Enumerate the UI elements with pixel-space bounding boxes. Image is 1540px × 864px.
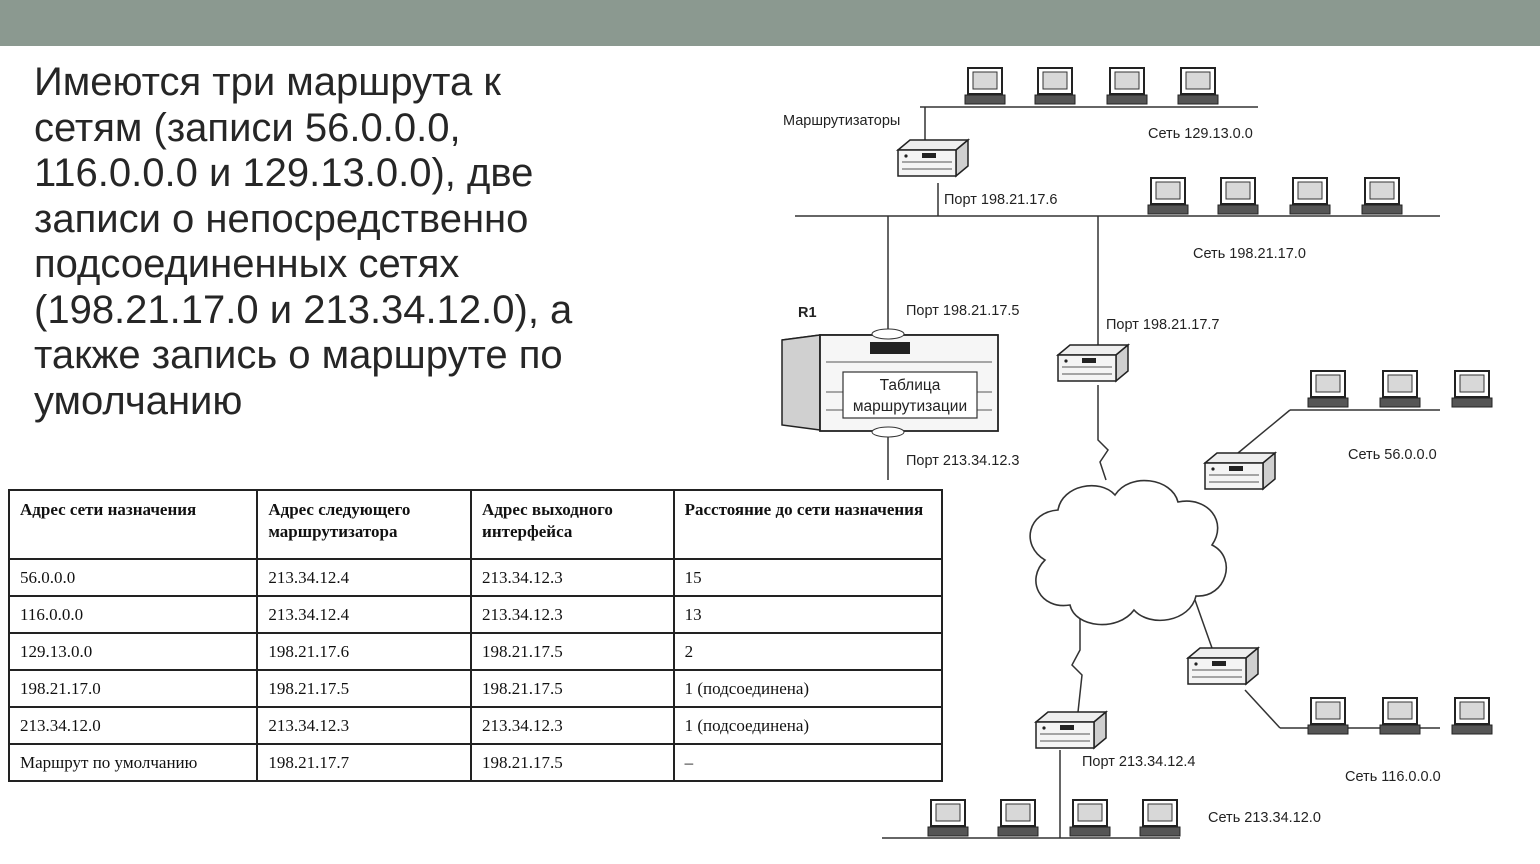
computer-icon	[1069, 799, 1111, 837]
table-cell: 1 (подсоединена)	[672, 669, 944, 708]
table-cell: 56.0.0.0	[7, 558, 259, 597]
router-icon	[1204, 452, 1276, 490]
table-cell: 213.34.12.3	[470, 706, 675, 745]
computer-icon	[1289, 177, 1331, 215]
table-cell: 13	[672, 595, 944, 634]
computer-icon	[1139, 799, 1181, 837]
heading-line: подсоединенных сетях	[34, 242, 460, 286]
port-198-5-label: Порт 198.21.17.5	[906, 303, 1020, 319]
routing-table-label-1: Таблица	[880, 377, 941, 394]
net-129-label: Сеть 129.13.0.0	[1148, 126, 1253, 142]
table-cell: 198.21.17.5	[470, 669, 675, 708]
port-213-4-label: Порт 213.34.12.4	[1082, 754, 1196, 770]
table-header-row: Адрес сети назначения Адрес следующего м…	[7, 489, 944, 560]
router-icon	[1035, 711, 1107, 749]
router-r1-icon	[781, 328, 999, 438]
routing-table-box	[842, 371, 978, 419]
header-distance: Расстояние до сети назначения	[672, 489, 944, 560]
pc-group-116	[1307, 697, 1493, 735]
table-row: 129.13.0.0 198.21.17.6 198.21.17.5 2	[7, 632, 944, 671]
computer-icon	[1451, 370, 1493, 408]
slide-heading: Имеются три маршрута к сетям (записи 56.…	[34, 60, 714, 424]
router-icon	[897, 139, 969, 177]
table-cell: 2	[672, 632, 944, 671]
table-cell: 198.21.17.7	[256, 743, 473, 782]
computer-icon	[1307, 697, 1349, 735]
router-icon	[1187, 647, 1259, 685]
header-interface: Адрес выходного интерфейса	[470, 489, 675, 560]
r1-label: R1	[798, 305, 817, 321]
computer-icon	[1106, 67, 1148, 105]
computer-icon	[1379, 370, 1421, 408]
table-cell: 198.21.17.6	[256, 632, 473, 671]
pc-group-56	[1307, 370, 1493, 408]
computer-icon	[1307, 370, 1349, 408]
table-cell: 198.21.17.5	[470, 632, 675, 671]
table-cell: 198.21.17.5	[470, 743, 675, 782]
table-cell: 213.34.12.0	[7, 706, 259, 745]
table-cell: 116.0.0.0	[7, 595, 259, 634]
pc-group-198	[1147, 177, 1403, 215]
table-cell: Маршрут по умолчанию	[7, 743, 259, 782]
table-row: Маршрут по умолчанию 198.21.17.7 198.21.…	[7, 743, 944, 782]
table-cell: 198.21.17.5	[256, 669, 473, 708]
table-cell: 213.34.12.4	[256, 558, 473, 597]
computer-icon	[1361, 177, 1403, 215]
heading-line: умолчанию	[34, 378, 243, 423]
network-diagram: Маршрутизаторы Сеть 129.13.0.0 Порт 198.…	[781, 67, 1493, 839]
pc-group-129	[964, 67, 1219, 105]
computer-icon	[1034, 67, 1076, 105]
computer-icon	[1177, 67, 1219, 105]
heading-line: также запись о маршруте по	[34, 333, 563, 377]
cloud-icon	[1029, 479, 1228, 626]
routing-table: Адрес сети назначения Адрес следующего м…	[7, 489, 944, 782]
table-cell: 213.34.12.3	[470, 595, 675, 634]
table-cell: 213.34.12.3	[470, 558, 675, 597]
table-row: 56.0.0.0 213.34.12.4 213.34.12.3 15	[7, 558, 944, 597]
heading-line: Имеются три маршрута к	[34, 60, 501, 104]
heading-line: 116.0.0.0 и 129.13.0.0), две	[34, 151, 534, 195]
network-links	[795, 106, 1440, 839]
net-56-label: Сеть 56.0.0.0	[1348, 447, 1437, 463]
table-cell: 129.13.0.0	[7, 632, 259, 671]
net-198-label: Сеть 198.21.17.0	[1193, 246, 1306, 262]
computer-icon	[964, 67, 1006, 105]
header-next-hop: Адрес следующего маршрутизатора	[256, 489, 473, 560]
table-row: 116.0.0.0 213.34.12.4 213.34.12.3 13	[7, 595, 944, 634]
table-cell: 213.34.12.3	[256, 706, 473, 745]
routers-label: Маршрутизаторы	[783, 113, 900, 129]
port-198-7-label: Порт 198.21.17.7	[1106, 317, 1220, 333]
routing-table-label-2: маршрутизации	[853, 398, 967, 415]
table-cell: 15	[672, 558, 944, 597]
header-destination: Адрес сети назначения	[7, 489, 259, 560]
table-cell: 213.34.12.4	[256, 595, 473, 634]
net-116-label: Сеть 116.0.0.0	[1345, 769, 1441, 785]
heading-line: записи о непосредственно	[34, 196, 529, 241]
title-bar	[0, 0, 1540, 46]
computer-icon	[1451, 697, 1493, 735]
table-cell: 198.21.17.0	[7, 669, 259, 708]
pc-group-213	[927, 799, 1181, 837]
computer-icon	[997, 799, 1039, 837]
port-213-3-label: Порт 213.34.12.3	[906, 453, 1020, 469]
port-198-6-label: Порт 198.21.17.6	[944, 192, 1058, 208]
table-row: 213.34.12.0 213.34.12.3 213.34.12.3 1 (п…	[7, 706, 944, 745]
computer-icon	[1217, 177, 1259, 215]
table-row: 198.21.17.0 198.21.17.5 198.21.17.5 1 (п…	[7, 669, 944, 708]
heading-line: (198.21.17.0 и 213.34.12.0), а	[34, 287, 573, 332]
heading-line: сетям (записи 56.0.0.0,	[34, 105, 461, 150]
computer-icon	[1147, 177, 1189, 215]
computer-icon	[927, 799, 969, 837]
router-icon	[1057, 344, 1129, 382]
computer-icon	[1379, 697, 1421, 735]
table-cell: –	[672, 743, 944, 782]
table-cell: 1 (подсоединена)	[672, 706, 944, 745]
net-213-label: Сеть 213.34.12.0	[1208, 810, 1321, 826]
